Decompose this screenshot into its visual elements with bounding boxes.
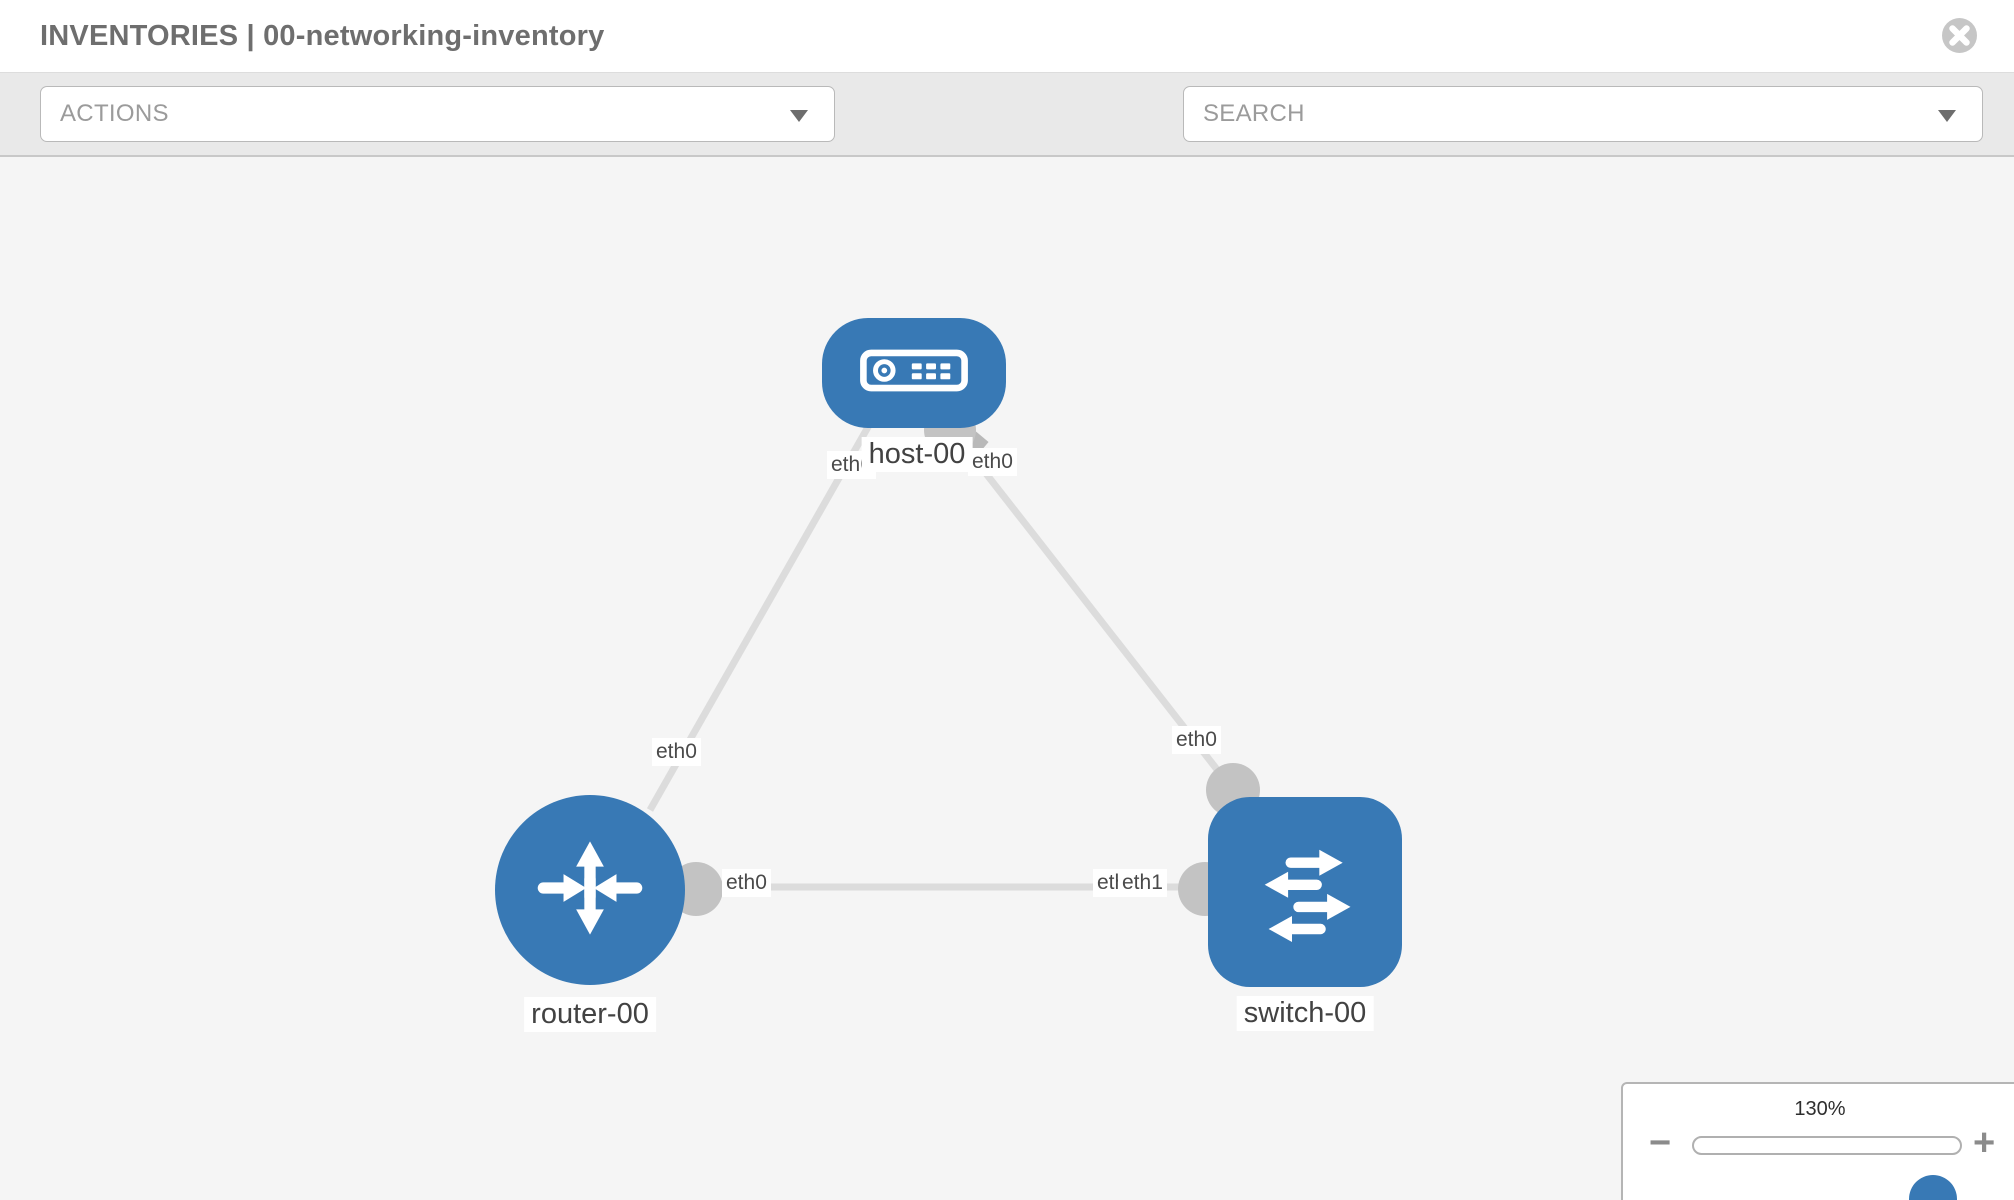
search-dropdown[interactable]: SEARCH: [1183, 86, 1983, 142]
node-switch-00[interactable]: [1208, 797, 1402, 987]
switch-icon: [1239, 825, 1371, 960]
chevron-down-icon: [790, 110, 808, 122]
router-icon: [527, 825, 653, 956]
actions-dropdown-label: ACTIONS: [60, 100, 169, 127]
iface-label-router-upper: eth0: [652, 738, 701, 767]
zoom-level-label: 130%: [1794, 1098, 1846, 1120]
iface-label-router-right: eth0: [722, 869, 771, 898]
host-icon: [859, 348, 969, 398]
iface-label-switch-top: eth0: [1172, 726, 1221, 755]
zoom-in-button[interactable]: +: [1973, 1122, 1996, 1164]
zoom-slider-thumb[interactable]: [1909, 1175, 1957, 1200]
topology-canvas[interactable]: [0, 157, 2014, 1200]
zoom-slider[interactable]: [1692, 1136, 1962, 1200]
zoom-panel: 130% − +: [1621, 1082, 2014, 1200]
node-label-switch: switch-00: [1236, 996, 1374, 1032]
iface-label-switch-left: eth1: [1118, 869, 1167, 898]
actions-dropdown[interactable]: ACTIONS: [40, 86, 835, 142]
iface-label-host-right: eth0: [968, 448, 1017, 477]
node-router-00[interactable]: [495, 795, 685, 985]
chevron-down-icon: [1938, 110, 1956, 122]
close-icon: [1941, 18, 1978, 57]
node-host-00[interactable]: [822, 318, 1006, 428]
node-label-host: host-00: [861, 437, 973, 473]
close-button[interactable]: [1941, 17, 1978, 54]
zoom-out-button[interactable]: −: [1649, 1122, 1672, 1164]
page-title: INVENTORIES | 00-networking-inventory: [40, 20, 605, 52]
header: INVENTORIES | 00-networking-inventory: [0, 0, 2014, 72]
node-label-router: router-00: [524, 997, 656, 1033]
search-dropdown-label: SEARCH: [1203, 100, 1305, 127]
toolbar: ACTIONS: [0, 72, 2014, 210]
